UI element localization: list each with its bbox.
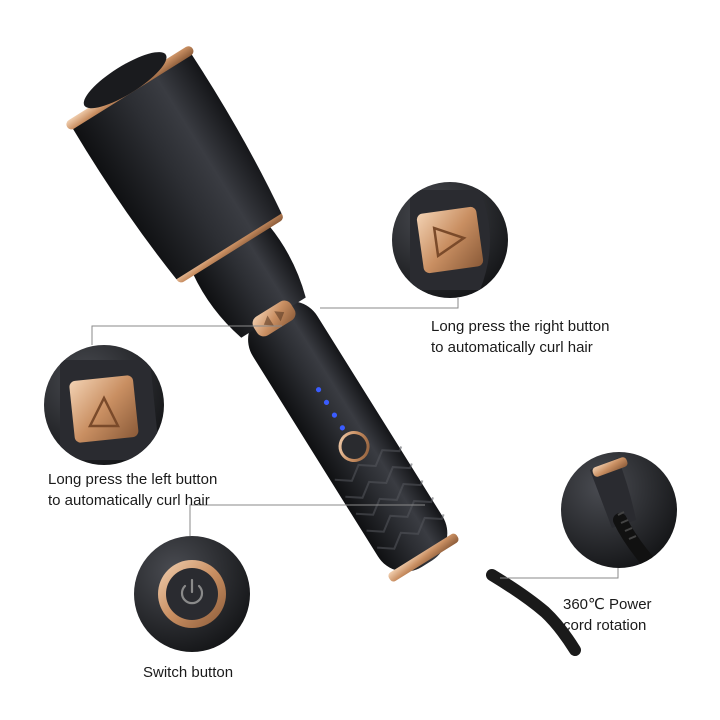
detail-power-cord xyxy=(561,452,677,568)
label-switch-line1: Switch button xyxy=(143,664,234,681)
curler-head xyxy=(71,51,282,280)
grip-texture xyxy=(334,446,445,550)
detail-left-button xyxy=(44,345,164,465)
rotating-drum xyxy=(83,52,167,109)
label-right-line2: to automatically curl hair xyxy=(431,339,593,356)
triangle-left-icon xyxy=(87,395,121,428)
curler-body xyxy=(66,46,581,656)
detail-right-button xyxy=(392,182,508,298)
body-direction-buttons[interactable] xyxy=(250,297,299,339)
label-left-button: Long press the left button to automatica… xyxy=(48,469,217,511)
power-cord xyxy=(486,569,581,656)
swivel-cord-icon xyxy=(613,513,667,568)
label-power-line2: cord rotation xyxy=(563,617,647,634)
label-left-line1: Long press the left button xyxy=(48,471,218,488)
label-power-line1: 360℃ Power xyxy=(563,596,652,613)
power-icon xyxy=(180,578,204,605)
detail-switch-button xyxy=(134,536,250,652)
bottom-ring xyxy=(388,533,459,582)
led-indicators xyxy=(315,387,345,431)
label-left-line2: to automatically curl hair xyxy=(48,492,210,509)
body-switch[interactable] xyxy=(335,427,374,466)
triangle-right-icon xyxy=(432,226,467,258)
label-right-button: Long press the right button to automatic… xyxy=(431,316,609,358)
middle-ring xyxy=(176,212,283,283)
label-switch-button: Switch button xyxy=(143,662,233,683)
label-power-cord: 360℃ Power cord rotation xyxy=(563,594,652,636)
label-right-line1: Long press the right button xyxy=(431,318,610,335)
leader-lines xyxy=(91,298,619,579)
